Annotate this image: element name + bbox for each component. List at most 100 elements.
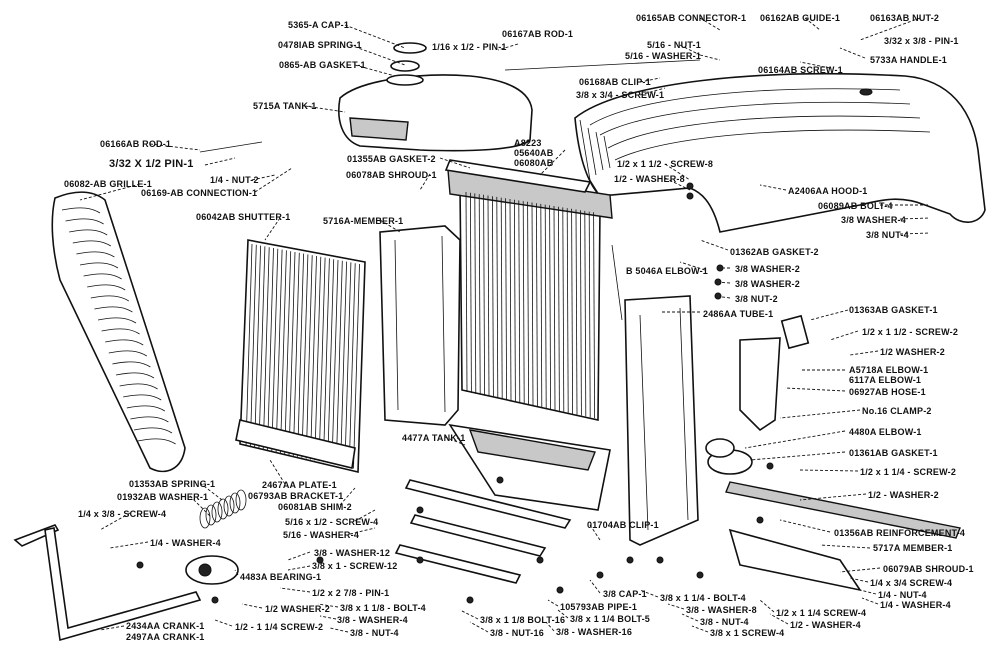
spring-coil [205, 504, 217, 526]
spring-coil [223, 495, 235, 517]
shutter-slat [254, 245, 261, 448]
label-screw-2-c: 1/2 - 1 1/4 SCREW-2 [235, 622, 324, 632]
shutter-slat [348, 263, 356, 468]
label-washer-2-e: 1/2 WASHER-2 [265, 604, 330, 614]
label-elbow-a5718: A5718A ELBOW-1 [849, 365, 929, 375]
leader-line [779, 409, 861, 419]
label-core-05640: 05640AB [514, 148, 554, 158]
label-gasket-0865: 0865-AB GASKET-1 [279, 60, 366, 70]
label-screw-4-e: 1/2 x 1 1/4 SCREW-4 [776, 608, 867, 618]
label-rod-06167: 06167AB ROD-1 [502, 29, 574, 39]
core-fin [509, 198, 512, 402]
top-tank-part [338, 42, 533, 152]
spring-coil [217, 498, 229, 520]
leader-line [251, 174, 276, 181]
member-5716a-part [379, 225, 461, 426]
leader-line [545, 621, 555, 632]
label-bolt-4-a: 3/8 x 1 1/8 - BOLT-4 [340, 603, 426, 613]
label-hood: A2406AA HOOD-1 [788, 186, 868, 196]
label-washer-8: 1/2 - WASHER-8 [614, 174, 685, 184]
leader-line [349, 527, 376, 535]
label-washer-16: 3/8 - WASHER-16 [556, 627, 633, 637]
core-fin [593, 212, 595, 419]
core-fin [588, 211, 591, 418]
label-grille: 06082-AB GRILLE-1 [64, 179, 152, 189]
leader-line [99, 512, 131, 531]
label-gasket-01361: 01361AB GASKET-1 [849, 448, 938, 458]
leader-line [234, 569, 239, 576]
label-screw-4-c: 3/8 x 1 SCREW-4 [710, 628, 785, 638]
label-hose: 06927AB HOSE-1 [849, 387, 926, 397]
shutter-slat [292, 252, 300, 456]
leader-line [241, 603, 263, 609]
leader-line [547, 599, 559, 607]
label-gasket-01355: 01355AB GASKET-2 [347, 154, 436, 164]
label-bracket: 06793AB BRACKET-1 [248, 491, 344, 501]
core-fin [505, 198, 508, 401]
shutter-slat [245, 243, 253, 447]
label-elbow-6117: 6117A ELBOW-1 [849, 375, 922, 385]
label-spring-01353: 01353AB SPRING-1 [129, 479, 216, 489]
label-pin-1: 1/16 x 1/2 - PIN-1 [432, 42, 507, 52]
leader-line [639, 77, 661, 83]
shutter-part [239, 239, 366, 474]
grille-slat [119, 383, 158, 390]
label-washer-4-e: 1/2 - WASHER-4 [790, 620, 861, 630]
label-washer-2-b: 3/8 WASHER-2 [735, 279, 800, 289]
grille-slat [83, 273, 122, 280]
gasket-part [444, 159, 592, 193]
label-screw-4-d: 1/4 x 3/4 SCREW-4 [870, 578, 953, 588]
grille-slat [101, 328, 140, 335]
label-washer-2-a: 3/8 WASHER-2 [735, 264, 800, 274]
leader-line [839, 567, 881, 573]
core-fin [566, 208, 569, 413]
label-connection: 06169-AB CONNECTION-1 [141, 188, 258, 198]
label-nut-2-06163: 06163AB NUT-2 [870, 13, 940, 23]
hardware-dot [656, 556, 664, 564]
leader-line [589, 579, 601, 594]
leader-line [899, 217, 931, 220]
shutter-slat [301, 254, 309, 458]
label-nut-2: 1/4 - NUT-2 [210, 175, 259, 185]
label-nut-4-a: 3/8 - NUT-4 [350, 628, 399, 638]
bearing-spring-part [185, 489, 247, 585]
label-washer-2-d: 1/2 - WASHER-2 [868, 490, 939, 500]
label-screw-3-8: 3/8 x 3/4 - SCREW-1 [576, 90, 665, 100]
label-screw-4-b: 5/16 x 1/2 - SCREW-4 [285, 517, 379, 527]
leader-line [204, 157, 236, 166]
shutter-slat [353, 263, 360, 469]
hardware-dot [596, 571, 604, 579]
grille-slat [105, 339, 144, 346]
label-washer-01932: 01932AB WASHER-1 [117, 492, 209, 502]
leader-line [699, 17, 721, 31]
label-gasket-01363: 01363AB GASKET-1 [849, 305, 938, 315]
leader-line [667, 603, 685, 610]
grille-slat [112, 361, 151, 368]
leader-line [749, 451, 846, 461]
crank-part [13, 524, 202, 642]
leader-line [681, 613, 699, 622]
shutter-slat [271, 248, 279, 452]
core-fin [544, 204, 547, 409]
hardware-dot [466, 596, 474, 604]
lower-tank-part [448, 423, 611, 511]
core-fin [553, 205, 556, 411]
core-fin [518, 200, 521, 403]
spring-coil [235, 489, 247, 511]
leader-line [99, 625, 125, 631]
hardware-dot [316, 556, 324, 564]
label-bearing: 4483A BEARING-1 [240, 572, 322, 582]
label-clip-06168: 06168AB CLIP-1 [579, 77, 651, 87]
shutter-slat [344, 262, 352, 467]
leader-line [819, 544, 871, 549]
hardware-dot [556, 586, 564, 594]
leader-line [699, 239, 729, 251]
leader-line [639, 87, 666, 96]
leader-line [304, 105, 346, 113]
hardware-dot [626, 556, 634, 564]
core-fin [474, 193, 477, 394]
leader-line [379, 219, 401, 233]
leader-line [459, 609, 479, 620]
leader-line [329, 627, 349, 633]
core-fin [571, 208, 573, 414]
